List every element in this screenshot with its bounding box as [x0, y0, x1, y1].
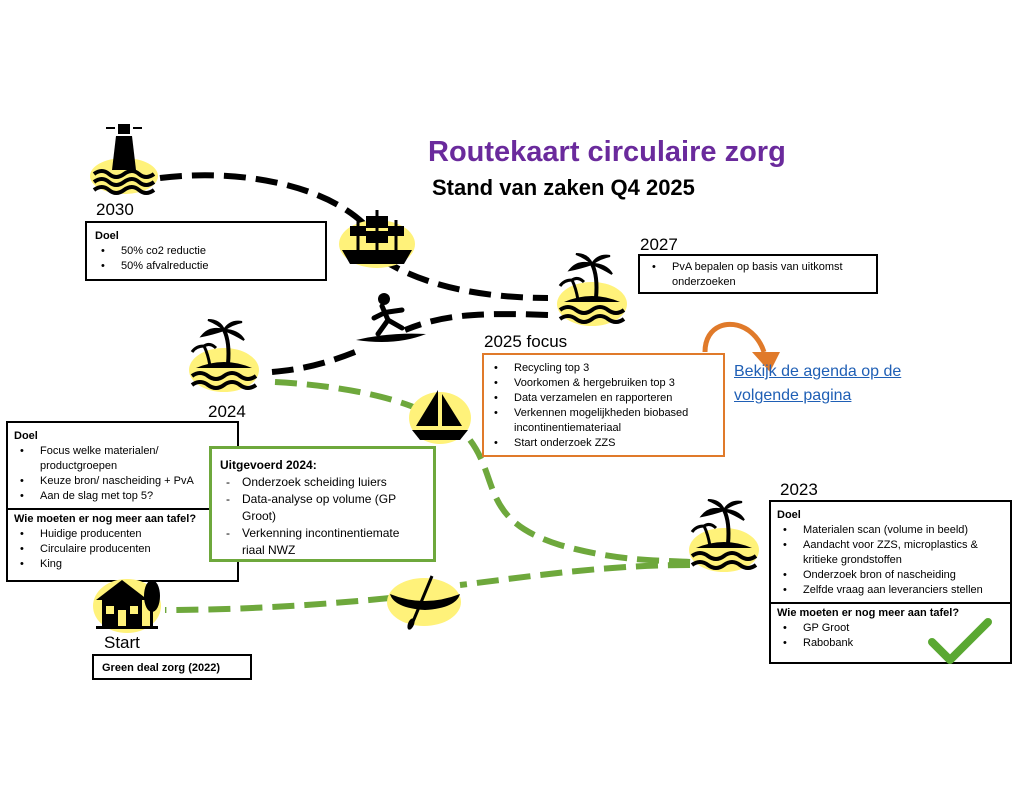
route-ship-2027 [378, 255, 549, 301]
page-title: Routekaart circulaire zorg [428, 136, 786, 168]
done-2024-item: Verkenning incontinentiemate riaal NWZ [220, 525, 425, 559]
focus-2025-item: Start onderzoek ZZS [488, 436, 719, 451]
year-2024-label: 2024 [208, 402, 246, 421]
checkmark-icon [928, 618, 992, 666]
island-icon [556, 252, 628, 326]
page-subtitle: Stand van zaken Q4 2025 [432, 175, 695, 200]
goal-2023-heading: Doel [777, 509, 801, 521]
stakeholder-2024-item: Huidige producenten [14, 527, 231, 542]
done-2024-heading: Uitgevoerd 2024: [220, 458, 317, 472]
goal-2023-item: Materialen scan (volume in beeld) [777, 523, 1004, 538]
focus-2025-item: Recycling top 3 [488, 361, 719, 376]
route-2023-canoe [459, 562, 691, 588]
stakeholder-2024-item: King [14, 557, 231, 572]
goal-2027-box: PvA bepalen op basis van uitkomst onderz… [638, 254, 878, 294]
goal-2030-item: 50% co2 reductie [95, 244, 317, 259]
island-icon [688, 498, 760, 572]
year-2023-label: 2023 [780, 480, 818, 499]
goal-2023-item: Onderzoek bron of nascheiding [777, 568, 1004, 583]
route-canoe-start [164, 595, 391, 613]
goal-2024-item: Focus welke materialen/ productgroepen [14, 444, 231, 474]
goal-2024-heading: Doel [14, 430, 38, 442]
house-icon [92, 574, 162, 634]
goal-2023-item: Zelfde vraag aan leveranciers stellen [777, 583, 1004, 598]
sailboat-icon [408, 384, 472, 446]
route-surfer-2024 [271, 349, 357, 375]
goal-2024-item: Keuze bron/ nascheiding + PvA [14, 474, 231, 489]
route-2024-sailboat [274, 379, 442, 423]
goal-2024-item: Aan de slag met top 5? [14, 489, 231, 504]
start-box: Green deal zorg (2022) [92, 654, 252, 680]
pirate-ship-icon [338, 206, 416, 270]
focus-2025-label: 2025 focus [484, 332, 568, 351]
focus-2025-item: Verkennen mogelijkheden biobased inconti… [488, 406, 719, 436]
year-2030-label: 2030 [96, 200, 134, 219]
focus-2025-box: Recycling top 3 Voorkomen & hergebruiken… [482, 353, 725, 457]
stakeholder-2023-item: GP Groot [777, 621, 1004, 636]
route-sailboat-2023 [467, 438, 691, 565]
start-label: Start [104, 633, 140, 652]
island-icon [188, 318, 260, 392]
route-2030-ship [159, 172, 373, 232]
stakeholder-2024-item: Circulaire producenten [14, 542, 231, 557]
done-2024-box: Uitgevoerd 2024: Onderzoek scheiding lui… [209, 446, 436, 562]
canoe-icon [386, 572, 462, 632]
surfer-icon [352, 290, 428, 350]
done-2024-item: Data-analyse op volume (GP Groot) [220, 491, 425, 525]
curved-arrow-icon [702, 321, 780, 372]
done-2024-item: Onderzoek scheiding luiers [220, 474, 425, 491]
goal-2030-item: 50% afvalreductie [95, 259, 317, 274]
agenda-link[interactable]: Bekijk de agenda op de volgende pagina [734, 363, 902, 404]
stakeholders-2023-heading: Wie moeten er nog meer aan tafel? [777, 607, 960, 619]
route-2027-surfer [403, 311, 549, 333]
stakeholders-2024-heading: Wie moeten er nog meer aan tafel? [14, 513, 197, 525]
goal-2024-box: Doel Focus welke materialen/ productgroe… [6, 421, 239, 582]
goal-2027-item: PvA bepalen op basis van uitkomst onderz… [646, 260, 870, 290]
focus-2025-item: Data verzamelen en rapporteren [488, 391, 719, 406]
lighthouse-icon [88, 118, 160, 196]
start-box-text: Green deal zorg (2022) [102, 662, 220, 674]
focus-2025-item: Voorkomen & hergebruiken top 3 [488, 376, 719, 391]
goal-2023-item: Aandacht voor ZZS, microplastics & kriti… [777, 538, 1004, 568]
goal-2030-box: Doel 50% co2 reductie 50% afvalreductie [85, 221, 327, 281]
goal-2030-heading: Doel [95, 230, 119, 242]
stakeholder-2023-item: Rabobank [777, 636, 1004, 651]
year-2027-label: 2027 [640, 235, 678, 254]
